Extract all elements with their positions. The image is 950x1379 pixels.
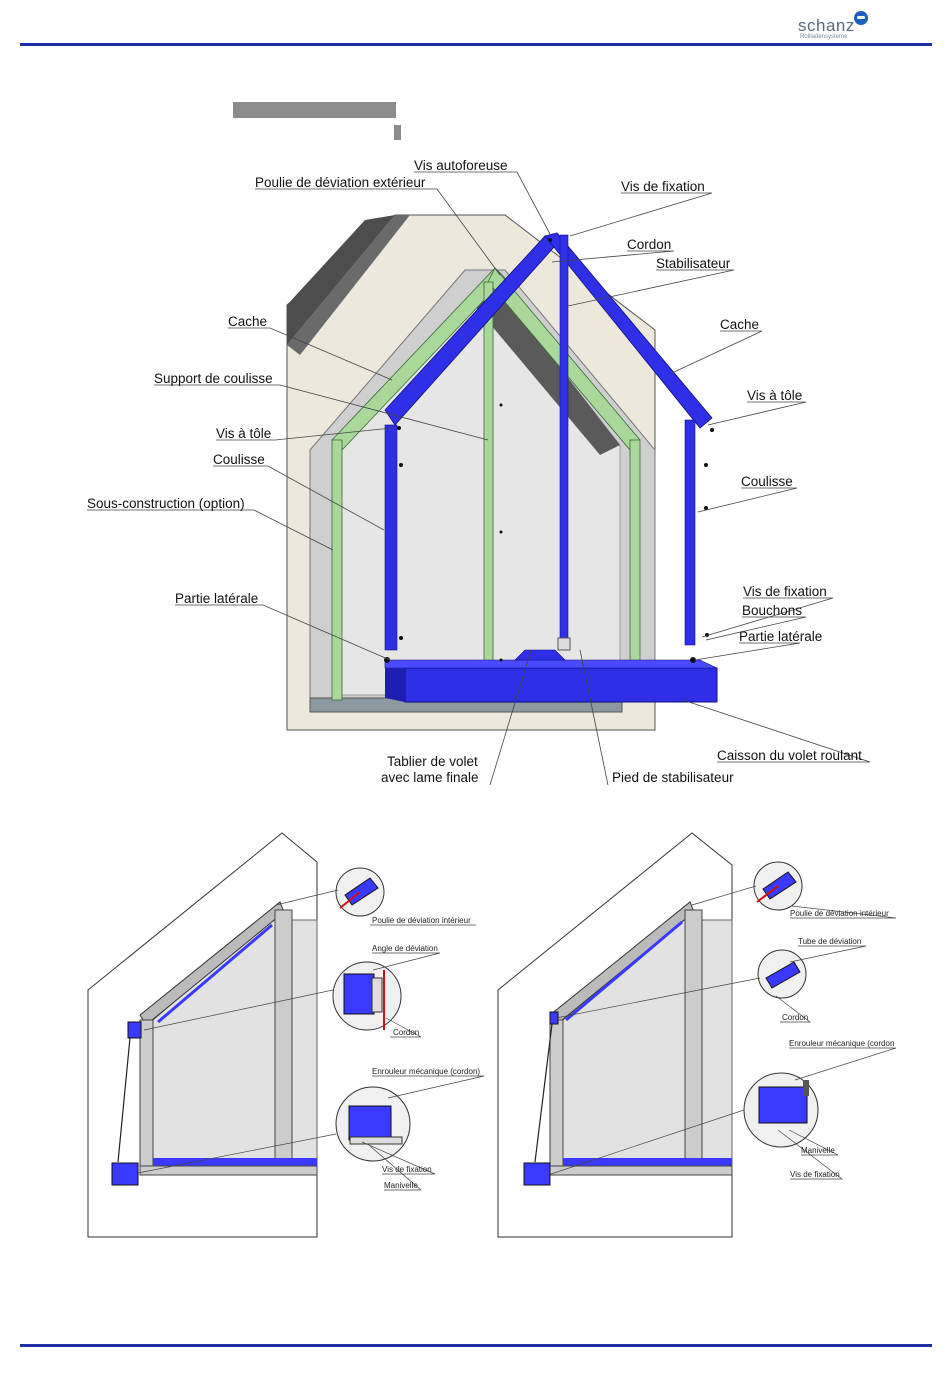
detail-right-pulley-tube xyxy=(549,1011,559,1025)
label-cordon: Cordon xyxy=(627,237,671,252)
redacted-heading xyxy=(233,102,396,118)
detail-left-blue-bottom xyxy=(153,1158,317,1166)
screw-markers xyxy=(384,238,714,663)
label-bouchons: Bouchons xyxy=(742,603,802,618)
brand-tagline: Rollladensysteme xyxy=(800,34,848,40)
detail-left-label-angle: Angle de déviation xyxy=(372,944,438,953)
detail-left-glass-right xyxy=(291,919,318,1166)
detail-left-frame-bottom xyxy=(139,1165,318,1176)
detail-right-leaders xyxy=(547,885,897,1180)
footer-rule xyxy=(20,1344,932,1347)
detail-left-callout-angle-part xyxy=(343,973,375,1015)
detail-right-blue-edge xyxy=(565,920,683,1022)
label-support-coulisse: Support de coulisse xyxy=(154,371,273,386)
blue-stabilizer xyxy=(559,234,569,641)
label-sous-construction: Sous-construction (option) xyxy=(87,496,245,511)
label-partie-laterale-right: Partie latérale xyxy=(739,629,822,644)
label-cache-right: Cache xyxy=(720,317,759,332)
detail-right-frame-left xyxy=(549,1019,564,1171)
detail-right-blue-bottom xyxy=(563,1158,732,1166)
label-vis-fixation-right: Vis de fixation xyxy=(743,584,827,599)
detail-left-callout-enrouleur-part xyxy=(348,1105,392,1141)
detail-left-cord xyxy=(117,1037,131,1163)
label-poulie-exterieur: Poulie de déviation extérieur xyxy=(255,175,426,190)
label-tablier-line1: Tablier de volet xyxy=(387,754,478,769)
window-shadow xyxy=(470,290,620,455)
label-vis-tole-right: Vis à tôle xyxy=(747,388,802,403)
label-stabilisateur: Stabilisateur xyxy=(656,256,731,271)
detail-diagram-right: Poulie de déviation intérieur Tube de dé… xyxy=(497,832,897,1238)
redacted-mark xyxy=(394,125,401,140)
detail-right-label-poulie: Poulie de déviation intérieur xyxy=(790,909,889,918)
blue-slat-hump xyxy=(514,649,566,661)
green-frame-left-post xyxy=(331,439,343,701)
label-coulisse-left: Coulisse xyxy=(213,452,265,467)
roof-edge-shade xyxy=(287,215,410,355)
detail-left-leaders xyxy=(137,889,485,1191)
blue-cache-right xyxy=(544,232,713,429)
detail-left-winder-box xyxy=(111,1162,139,1186)
detail-right-cord xyxy=(534,1023,553,1163)
blue-coulisse-left xyxy=(384,424,398,651)
stabilizer-foot xyxy=(557,637,571,651)
detail-right-winder-box xyxy=(523,1162,551,1186)
detail-right-label-vis-fixation: Vis de fixation xyxy=(790,1170,840,1179)
detail-right-callout-tube-part xyxy=(765,961,801,989)
blue-caisson-side xyxy=(385,668,405,702)
detail-right-label-enrouleur: Enrouleur mécanique (cordon xyxy=(789,1039,894,1048)
detail-right-callout-poulie-red xyxy=(756,885,779,903)
label-pied-stabilisateur: Pied de stabilisateur xyxy=(612,770,734,785)
blue-caisson-front xyxy=(404,667,718,703)
brand-mark-icon xyxy=(854,11,868,25)
label-cache-left: Cache xyxy=(228,314,267,329)
brand-logo: schanz Rollladensysteme xyxy=(798,10,878,44)
detail-right-glass-right xyxy=(701,919,733,1166)
detail-right-frame-bottom xyxy=(549,1165,733,1176)
blue-coulisse-right xyxy=(684,419,696,646)
detail-left-callout-poulie-red xyxy=(339,891,361,909)
detail-left-callout-angle-bracket xyxy=(371,977,383,1013)
detail-left-blue-edge xyxy=(157,923,273,1024)
detail-left-label-manivelle: Manivelle xyxy=(384,1181,418,1190)
detail-right-callout-enrouleur-crank xyxy=(803,1080,809,1096)
label-vis-autoforeuse: Vis autoforeuse xyxy=(414,158,508,173)
detail-right-label-tube: Tube de déviation xyxy=(798,937,861,946)
detail-left-label-enrouleur: Enrouleur mécanique (cordon) xyxy=(372,1067,480,1076)
detail-left-pulley-box xyxy=(127,1021,142,1039)
label-vis-tole-left: Vis à tôle xyxy=(216,426,271,441)
green-frame-mid-post xyxy=(483,281,494,667)
label-coulisse-right: Coulisse xyxy=(741,474,793,489)
leader-lines xyxy=(87,171,871,786)
detail-right-callout-enrouleur-part xyxy=(758,1086,808,1124)
detail-right-label-cordon: Cordon xyxy=(782,1013,808,1022)
detail-diagram-left: Poulie de déviation intérieur Angle de d… xyxy=(87,832,485,1238)
label-caisson: Caisson du volet roulant xyxy=(717,748,862,763)
detail-left-frame-mid xyxy=(274,909,293,1171)
detail-left-callout-enrouleur-base xyxy=(349,1136,403,1145)
detail-left-label-cordon: Cordon xyxy=(393,1028,419,1037)
detail-left-frame-left xyxy=(139,1019,154,1171)
brand-name: schanz xyxy=(798,16,855,35)
detail-right-frame-mid xyxy=(684,909,703,1171)
detail-left-label-vis-fixation: Vis de fixation xyxy=(382,1165,432,1174)
detail-left-label-poulie: Poulie de déviation intérieur xyxy=(372,916,471,925)
label-tablier-line2: avec lame finale xyxy=(381,770,479,785)
green-frame-right-post xyxy=(629,439,641,666)
main-exploded-diagram: Vis autoforeuse Poulie de déviation exté… xyxy=(87,158,871,786)
blue-caisson-top xyxy=(384,659,718,669)
header-rule xyxy=(20,43,932,46)
label-vis-fixation-top: Vis de fixation xyxy=(621,179,705,194)
detail-right-label-manivelle: Manivelle xyxy=(801,1146,835,1155)
label-partie-laterale-left: Partie latérale xyxy=(175,591,258,606)
